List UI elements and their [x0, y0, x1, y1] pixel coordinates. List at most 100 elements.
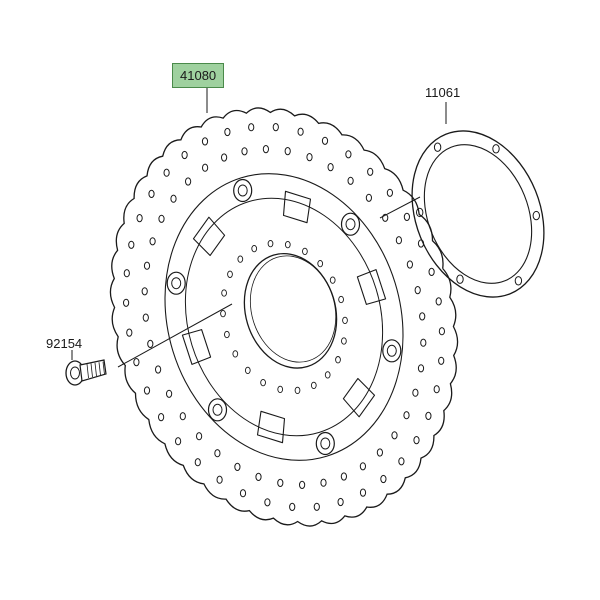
float-button-hole [386, 344, 397, 357]
float-button-hole [320, 437, 331, 450]
drilled-hole [163, 168, 170, 177]
carrier-slot [256, 410, 286, 444]
drilled-hole [277, 478, 284, 487]
drilled-hole [376, 448, 383, 457]
drilled-hole [359, 488, 367, 497]
disc-inner-edge [164, 173, 404, 461]
hub-hole [317, 259, 324, 268]
drilled-hole [403, 212, 410, 221]
drilled-hole [143, 386, 151, 395]
drilled-hole [194, 458, 201, 467]
drilled-hole [345, 150, 352, 159]
hub-hole [224, 330, 230, 339]
float-button-hole [212, 403, 223, 416]
leader-gasket-to-disc [379, 196, 421, 219]
drilled-hole [128, 240, 135, 249]
drilled-hole [224, 127, 231, 137]
bolt-thread [86, 363, 89, 379]
drilled-hole [202, 163, 209, 172]
mounting-bolt [65, 359, 107, 386]
drilled-hole [136, 214, 143, 223]
hub-hole [329, 276, 336, 284]
drilled-hole [262, 145, 269, 154]
drilled-hole [155, 365, 162, 374]
drilled-hole [413, 436, 420, 445]
hub-hole [251, 244, 258, 253]
bolt-thread [94, 362, 97, 377]
drilled-hole [417, 364, 425, 373]
drilled-hole [367, 167, 374, 176]
drilled-hole [297, 127, 304, 136]
drilled-hole [170, 194, 177, 203]
drilled-hole [234, 462, 241, 471]
part-number-bolt-label[interactable]: 92154 [46, 336, 83, 351]
drilled-hole [414, 286, 421, 295]
drilled-hole [425, 411, 432, 420]
drilled-hole [221, 153, 228, 162]
float-button [207, 398, 228, 422]
drilled-hole [255, 472, 262, 481]
part-number-gasket-label[interactable]: 11061 [425, 85, 461, 100]
float-button [233, 178, 253, 203]
drilled-hole [419, 312, 426, 321]
float-button-hole [345, 218, 356, 231]
bolt-socket [70, 366, 80, 380]
drilled-hole [337, 497, 344, 507]
drilled-hole [141, 287, 148, 296]
drilled-hole [126, 328, 133, 337]
hub-hole [310, 381, 317, 390]
carrier-ring [184, 197, 384, 437]
drilled-hole [438, 327, 445, 336]
leader-bolt-to-disc [117, 303, 233, 368]
drilled-hole [306, 153, 313, 162]
drilled-hole [123, 269, 130, 278]
hub-hole [244, 366, 251, 375]
center-bore-inner [249, 255, 337, 363]
gasket-hole [433, 142, 442, 152]
drilled-hole [149, 237, 156, 246]
hub-hole [302, 247, 308, 256]
gasket-hole [456, 274, 464, 284]
gasket-hole [514, 276, 523, 286]
drilled-hole [380, 474, 387, 484]
drilled-hole [403, 411, 410, 420]
drilled-hole [214, 449, 221, 458]
gasket-hole [492, 144, 500, 154]
drilled-hole [347, 176, 354, 185]
float-button [340, 212, 361, 236]
brake-disc [109, 107, 459, 527]
hub-hole [277, 385, 284, 394]
carrier-slot [342, 377, 376, 418]
drilled-hole [133, 358, 140, 367]
carrier-slot [356, 269, 387, 305]
part-number-disc-label[interactable]: 41080 [172, 63, 225, 88]
hub-hole [237, 255, 244, 263]
float-button [315, 431, 335, 456]
float-button-hole [237, 184, 248, 197]
gasket-outer [411, 130, 545, 298]
drilled-hole [123, 298, 130, 307]
drilled-hole [320, 478, 327, 487]
carrier-slot [192, 216, 226, 257]
drilled-hole [321, 136, 329, 145]
drilled-hole [142, 313, 149, 322]
drilled-hole [438, 356, 445, 365]
disc-outer-edge [109, 107, 459, 527]
hub-hole [220, 309, 226, 318]
drilled-hole [175, 437, 182, 446]
drilled-hole [239, 489, 247, 498]
hub-hole [284, 240, 291, 249]
drilled-hole [340, 472, 347, 481]
bolt-thread [102, 361, 105, 375]
drilled-hole [289, 502, 296, 511]
drilled-hole [179, 412, 186, 421]
drilled-hole [148, 189, 155, 198]
gasket-ring [411, 130, 545, 298]
drilled-hole [166, 389, 173, 398]
hub-hole [335, 356, 341, 364]
drilled-hole [435, 297, 442, 306]
hub-hole [341, 337, 347, 345]
float-button [382, 339, 402, 363]
drilled-hole [313, 502, 320, 511]
